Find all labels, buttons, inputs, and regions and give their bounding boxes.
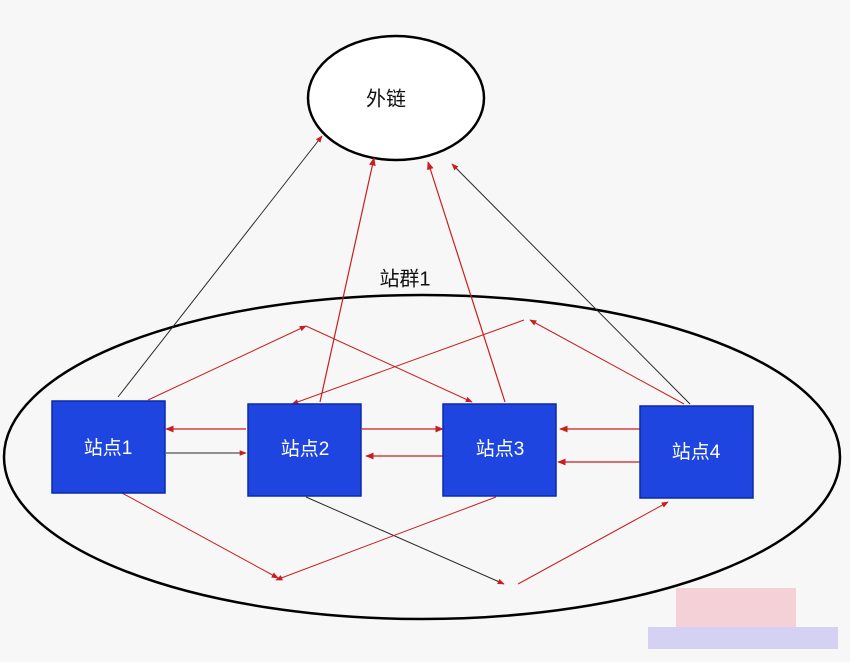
link-s2-external <box>319 157 376 403</box>
link-s2-lower <box>305 496 505 585</box>
site-node-4: 站点4 <box>639 405 754 499</box>
group-label: 站群1 <box>379 267 430 290</box>
link-lines <box>117 135 691 585</box>
site-node-3-label: 站点3 <box>476 438 525 460</box>
site-node-4-label: 站点4 <box>672 441 721 463</box>
link-upper-s3 <box>305 325 473 403</box>
link-s4-upper <box>529 319 685 405</box>
external-link-label: 外链 <box>366 87 406 110</box>
link-s1-upper <box>147 325 307 401</box>
watermark <box>648 588 838 649</box>
link-upper-s2 <box>291 319 525 405</box>
link-s3-external <box>427 161 506 403</box>
link-s3-lower <box>275 496 497 581</box>
site-node-3: 站点3 <box>442 403 557 497</box>
link-s1-lower <box>121 492 279 579</box>
link-s4-external <box>451 163 691 405</box>
site-node-2: 站点2 <box>247 403 362 497</box>
site-node-1: 站点1 <box>51 400 166 494</box>
link-s1-external <box>117 135 323 398</box>
site-group-ellipse <box>2 293 842 621</box>
site-node-1-label: 站点1 <box>84 437 133 459</box>
external-link-node <box>306 34 486 162</box>
link-lower-s4 <box>517 501 669 585</box>
site-node-2-label: 站点2 <box>281 438 330 460</box>
